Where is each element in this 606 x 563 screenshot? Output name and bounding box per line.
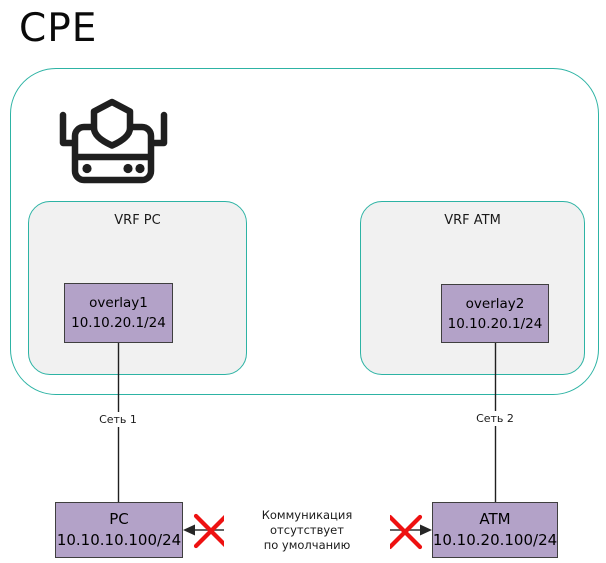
blocked-x-left-icon [193, 513, 229, 549]
overlay2-name: overlay2 [465, 295, 525, 312]
blocked-link-label-line1: Коммуникация отсутствует [261, 508, 353, 537]
vrf-pc-title: VRF PC [114, 213, 161, 228]
shield-icon [90, 98, 134, 149]
router-leds [82, 163, 145, 174]
pc-host-ip: 10.10.10.100/24 [56, 531, 182, 549]
overlay1-ip: 10.10.20.1/24 [71, 315, 166, 331]
overlay2-ip: 10.10.20.1/24 [447, 315, 543, 332]
network1-label: Сеть 1 [88, 412, 148, 427]
diagram-title: CPE [19, 6, 98, 51]
pc-host-name: PC [109, 510, 129, 528]
blocked-link-label: Коммуникация отсутствует по умолчанию [224, 508, 390, 553]
blocked-link-label-line2: по умолчанию [263, 538, 351, 552]
arrowhead-right [420, 524, 432, 536]
overlay1-node: overlay1 10.10.20.1/24 [64, 283, 173, 343]
atm-host-node: ATM 10.10.20.100/24 [432, 502, 558, 558]
pc-host-node: PC 10.10.10.100/24 [55, 502, 183, 558]
blocked-x-right-icon [387, 514, 423, 550]
atm-host-ip: 10.10.20.100/24 [432, 531, 558, 549]
atm-host-name: ATM [479, 510, 511, 528]
vrf-atm-title: VRF ATM [444, 213, 501, 228]
network2-label: Сеть 2 [465, 411, 525, 426]
overlay2-node: overlay2 10.10.20.1/24 [441, 284, 549, 343]
arrowhead-left [183, 524, 195, 536]
overlay1-name: overlay1 [89, 295, 148, 311]
firewall-router-icon [59, 98, 168, 184]
